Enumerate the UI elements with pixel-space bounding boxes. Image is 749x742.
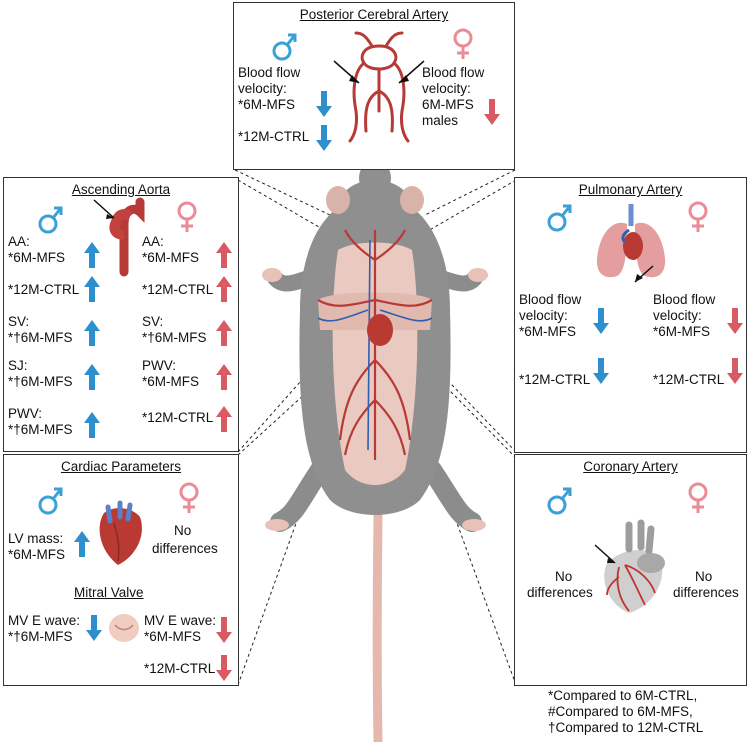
label-line: LV mass:: [8, 531, 64, 546]
label-line: *6M-MFS: [653, 324, 710, 339]
heart-icon: [99, 500, 142, 565]
label-line: differences: [673, 585, 739, 600]
label-line: MV E wave:: [144, 613, 217, 628]
label-line: velocity:: [238, 81, 287, 96]
label-line: *12M-CTRL: [519, 372, 591, 387]
female-symbol-icon: [453, 28, 473, 59]
label-line: *6M-MFS: [519, 324, 576, 339]
arrow-down-icon: [484, 99, 500, 125]
cerebral-artery-icon: [333, 31, 425, 143]
label-line: *6M-MFS: [144, 629, 201, 644]
label-line: Blood flow: [238, 65, 301, 80]
label-line: *6M-MFS: [8, 547, 65, 562]
arrow-down-icon: [216, 655, 232, 681]
label-line: 6M-MFS: [422, 97, 474, 112]
label-line: Blood flow: [422, 65, 485, 80]
ascending-aorta-panel: Ascending Aorta AA: *6M-MFS *12M-CTRL SV…: [3, 177, 239, 452]
label-line: *12M-CTRL: [142, 410, 214, 425]
label-line: AA:: [142, 234, 164, 249]
label-line: *†6M-MFS: [8, 330, 73, 345]
arrow-up-icon: [216, 242, 232, 268]
arrow-up-icon: [84, 364, 100, 390]
arrow-up-icon: [216, 364, 232, 390]
arrow-down-icon: [593, 358, 609, 384]
male-symbol-icon: [547, 487, 572, 515]
label-line: Blood flow: [653, 292, 716, 307]
male-symbol-icon: [272, 33, 297, 61]
footnote-line: #Compared to 6M-MFS,: [548, 704, 693, 719]
label-line: *6M-MFS: [142, 374, 199, 389]
panel-title: Posterior Cerebral Artery: [299, 7, 449, 22]
arrow-up-icon: [216, 276, 232, 302]
label-line: *†6M-MFS: [8, 374, 73, 389]
label-line: *12M-CTRL: [238, 129, 310, 144]
posterior-cerebral-artery-panel: Posterior Cerebral Artery Blood flow vel…: [233, 2, 515, 170]
label-line: *6M-MFS: [142, 250, 199, 265]
label-line: differences: [152, 541, 218, 556]
arrow-up-icon: [74, 531, 90, 557]
arrow-down-icon: [316, 91, 332, 117]
label-line: SV:: [8, 314, 30, 329]
arrow-down-icon: [593, 308, 609, 334]
pulmonary-artery-panel: Pulmonary Artery Blood flow velocity: *6…: [514, 177, 747, 453]
label-line: Blood flow: [519, 292, 582, 307]
label-line: No: [695, 569, 713, 584]
panel-title: Coronary Artery: [583, 459, 678, 474]
label-line: SJ:: [8, 358, 28, 373]
footnote-line: *Compared to 6M-CTRL,: [548, 688, 698, 703]
arrow-up-icon: [216, 406, 232, 432]
label-line: velocity:: [519, 308, 568, 323]
label-line: *12M-CTRL: [8, 282, 80, 297]
label-line: *†6M-MFS: [8, 422, 73, 437]
label-line: males: [422, 113, 459, 128]
label-line: No: [174, 523, 192, 538]
arrow-up-icon: [216, 320, 232, 346]
label-line: differences: [527, 585, 593, 600]
footnote-line: †Compared to 12M-CTRL: [548, 720, 704, 735]
arrow-down-icon: [727, 358, 743, 384]
arrow-down-icon: [316, 125, 332, 151]
section-title: Mitral Valve: [74, 585, 144, 600]
label-line: SV:: [142, 314, 164, 329]
arrow-up-icon: [84, 320, 100, 346]
panel-title: Ascending Aorta: [71, 182, 171, 197]
label-line: *†6M-MFS: [142, 330, 207, 345]
label-line: *12M-CTRL: [142, 282, 214, 297]
label-line: PWV:: [8, 406, 43, 421]
male-symbol-icon: [38, 206, 63, 234]
coronary-heart-icon: [594, 519, 665, 613]
arrow-down-icon: [86, 615, 102, 641]
male-symbol-icon: [38, 487, 63, 515]
arrow-up-icon: [84, 276, 100, 302]
label-line: PWV:: [142, 358, 177, 373]
female-symbol-icon: [179, 482, 199, 513]
arrow-up-icon: [84, 242, 100, 268]
mitral-valve-icon: [109, 614, 139, 642]
label-line: *†6M-MFS: [8, 629, 73, 644]
label-line: AA:: [8, 234, 30, 249]
label-line: *12M-CTRL: [144, 661, 216, 676]
coronary-artery-panel: Coronary Artery No differences No differ…: [514, 454, 747, 686]
aorta-icon: [93, 197, 145, 277]
label-line: No: [555, 569, 573, 584]
female-symbol-icon: [688, 482, 708, 513]
lungs-icon: [596, 204, 666, 283]
label-line: *6M-MFS: [238, 97, 295, 112]
arrow-up-icon: [84, 412, 100, 438]
arrow-down-icon: [727, 308, 743, 334]
panel-title: Cardiac Parameters: [60, 459, 182, 474]
arrow-down-icon: [216, 617, 232, 643]
cardiac-parameters-panel: Cardiac Parameters LV mass: *6M-MFS No d…: [3, 454, 239, 686]
female-symbol-icon: [177, 201, 197, 232]
panel-title: Pulmonary Artery: [578, 182, 683, 197]
male-symbol-icon: [547, 204, 572, 232]
label-line: *12M-CTRL: [653, 372, 725, 387]
female-symbol-icon: [688, 201, 708, 232]
label-line: velocity:: [653, 308, 702, 323]
label-line: *6M-MFS: [8, 250, 65, 265]
label-line: velocity:: [422, 81, 471, 96]
label-line: MV E wave:: [8, 613, 81, 628]
